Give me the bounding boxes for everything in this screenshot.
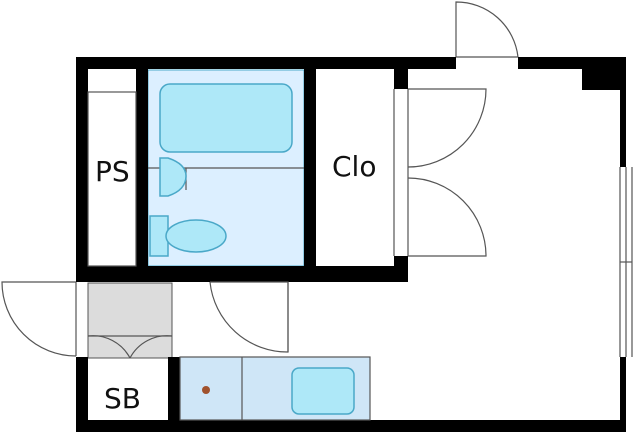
entrance-door[interactable] [1,281,77,357]
washbasin-icon [159,157,187,197]
shoe-box [88,370,168,420]
shoe-box-label: SB [104,382,141,415]
room-door[interactable] [209,281,289,353]
closet-label: Clo [332,150,376,183]
closet-area [316,69,394,266]
stove-icon [202,386,210,394]
bathtub-icon [159,83,293,153]
balcony-door[interactable] [455,1,519,58]
entrance-floor [87,282,173,359]
pipe-space-label: PS [95,155,130,188]
pipe-space [87,91,137,267]
toilet-icon [165,219,227,253]
closet-door-top[interactable] [407,88,487,168]
closet-door-bottom[interactable] [407,177,487,257]
interior-walls [76,69,408,432]
sink-icon [291,367,355,415]
